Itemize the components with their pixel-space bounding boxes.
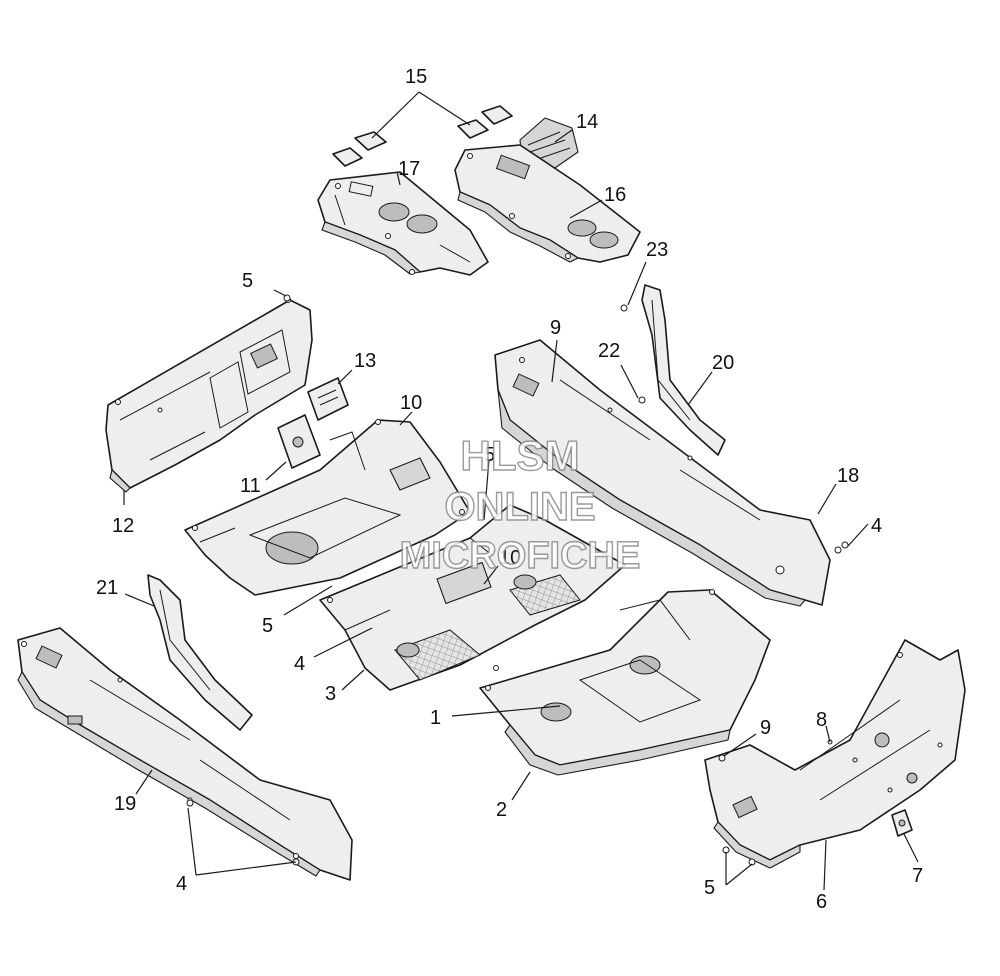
callout-5-firewall: 5: [242, 270, 253, 292]
part-21-pillar-trim-left: [147, 574, 253, 731]
callout-10-upper: 10: [400, 392, 422, 414]
callout-15: 15: [405, 66, 427, 88]
callout-8: 8: [816, 709, 827, 731]
callout-5-center: 5: [484, 444, 495, 466]
callout-6: 6: [816, 891, 827, 913]
part-18-rocker-right: [494, 339, 831, 607]
callout-13: 13: [354, 350, 376, 372]
callout-12: 12: [112, 515, 134, 537]
part-12-firewall-panel: [105, 297, 313, 493]
part-17-console: [317, 171, 489, 276]
callout-23: 23: [646, 239, 668, 261]
part-3-floor-tub: [319, 504, 626, 691]
part-15-bezels: [332, 105, 513, 167]
part-2-floor-tub: [479, 589, 771, 776]
watermark: HLSM ONLINE MICROFICHE: [399, 431, 641, 577]
callout-7: 7: [912, 865, 923, 887]
part-6-rear-bulkhead: [704, 639, 966, 869]
watermark-line-3: MICROFICHE: [400, 535, 641, 577]
part-20-pillar-trim-right: [641, 284, 726, 456]
callout-1: 1: [430, 707, 441, 729]
callout-4-left: 4: [176, 873, 187, 895]
callout-9-rocker: 9: [550, 317, 561, 339]
callout-22: 22: [598, 340, 620, 362]
watermark-line-1: HLSM: [461, 432, 580, 479]
part-10-floor-tray-upper: [184, 419, 471, 596]
part-16-console: [454, 144, 641, 263]
callout-11: 11: [240, 475, 261, 497]
callout-17: 17: [398, 158, 420, 180]
leader-lines: [123, 91, 919, 891]
part-7-bracket: [891, 809, 913, 837]
callout-numbers: 15 14 17 16 23 5 9 22 13 20 10 5 11 18 1…: [96, 66, 923, 913]
callout-2: 2: [496, 799, 507, 821]
part-19-rocker-left: [17, 627, 353, 881]
callout-18: 18: [837, 465, 859, 487]
callout-5-bulkhead: 5: [704, 877, 715, 899]
callout-5-tub: 5: [262, 615, 273, 637]
callout-10-lower: 10: [499, 547, 521, 569]
fasteners: [186, 294, 849, 866]
callout-16: 16: [604, 184, 626, 206]
watermark-line-2: ONLINE: [444, 485, 595, 529]
callout-4-tub: 4: [294, 653, 305, 675]
callout-4-right: 4: [871, 515, 882, 537]
callout-14: 14: [576, 111, 598, 133]
callout-21: 21: [96, 577, 118, 599]
part-13-cover: [307, 377, 349, 421]
part-11-cover: [277, 414, 321, 469]
callout-9-bulkhead: 9: [760, 717, 771, 739]
callout-3: 3: [325, 683, 336, 705]
callout-19: 19: [114, 793, 136, 815]
callout-20: 20: [712, 352, 734, 374]
